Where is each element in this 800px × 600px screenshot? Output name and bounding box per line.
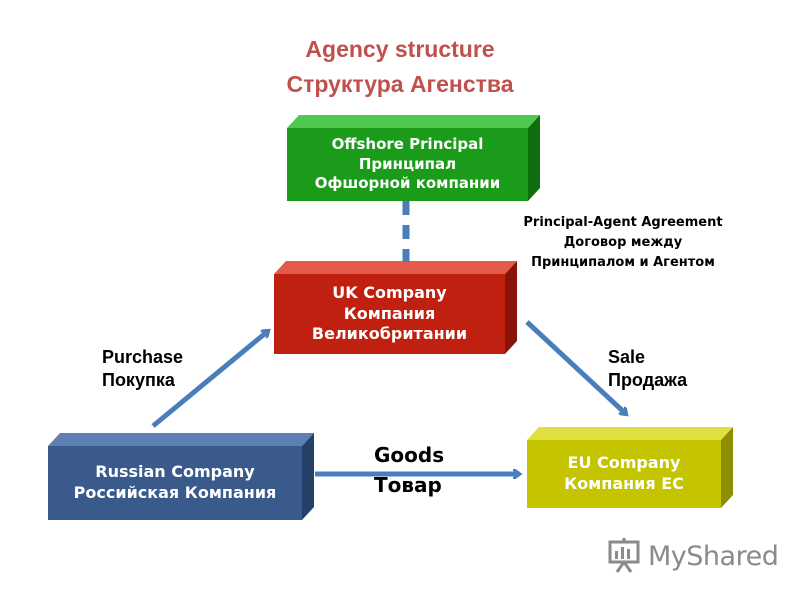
purchase-label: Purchase Покупка: [102, 346, 183, 393]
agreement-label-line1: Principal-Agent Agreement: [523, 215, 723, 230]
eu-box-line2: Компания ЕС: [564, 474, 684, 493]
russian-box-3d: [48, 433, 314, 520]
logo-text: MyShared: [648, 540, 779, 572]
sale-label-line2: Продажа: [608, 370, 688, 391]
offshore-box-line3: Офшорной компании: [314, 174, 501, 193]
agreement-label: Principal-Agent Agreement Договор между …: [508, 213, 738, 273]
agreement-label-line2: Договор между: [563, 235, 683, 251]
offshore-box-line2: Принципал: [358, 154, 457, 173]
goods-label: Goods Товар: [374, 440, 444, 500]
uk-box-line2: Компания: [343, 303, 436, 323]
sale-arrow: [525, 320, 626, 414]
sale-label-line1: Sale: [608, 347, 646, 367]
purchase-label-line1: Purchase: [102, 347, 184, 367]
sale-label: Sale Продажа: [608, 346, 687, 393]
presentation-board-icon: [608, 538, 640, 573]
eu-company-box: EU Company Компания ЕС: [527, 440, 721, 508]
uk-company-box: UK Company Компания Великобритании: [274, 274, 505, 354]
eu-box-line1: EU Company: [567, 453, 681, 473]
eu-box-3d: [527, 427, 733, 508]
uk-box-3d: [274, 261, 517, 354]
offshore-principal-box: Offshore Principal Принципал Офшорной ко…: [287, 128, 528, 201]
russian-company-box: Russian Company Российская Компания: [48, 446, 302, 520]
agreement-label-line3: Принципалом и Агентом: [531, 255, 715, 271]
goods-label-line2: Товар: [374, 473, 442, 497]
myshared-logo: MyShared: [606, 536, 779, 576]
diagram-title-russian: Структура Агенства: [286, 71, 514, 97]
russian-box-line1: Russian Company: [95, 462, 255, 482]
uk-box-line3: Великобритании: [311, 324, 468, 344]
uk-box-line1: UK Company: [332, 282, 447, 302]
purchase-label-line2: Покупка: [102, 370, 175, 391]
offshore-box-3d: [287, 115, 540, 201]
purchase-arrow: [151, 331, 268, 428]
goods-label-line1: Goods: [374, 443, 445, 467]
diagram-title-english: Agency structure: [305, 36, 495, 62]
offshore-box-line1: Offshore Principal: [331, 135, 484, 154]
russian-box-line2: Российская Компания: [73, 483, 277, 502]
